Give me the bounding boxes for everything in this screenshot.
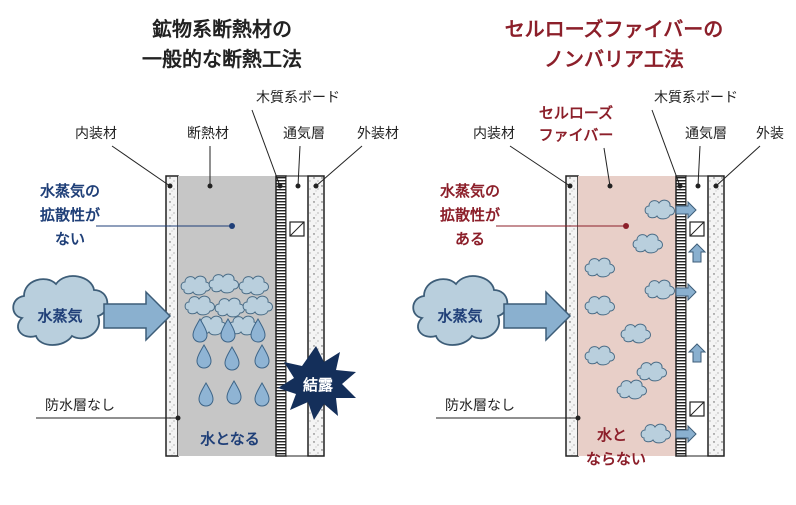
right-diffusion-line1: 水蒸気の — [440, 182, 500, 200]
arrow-right-icon — [675, 200, 697, 220]
condensation-label: 結露 — [303, 376, 334, 394]
vapor-cloud-icon — [12, 275, 109, 346]
left-label-no-waterproof: 防水層なし — [45, 398, 115, 414]
right-diffusion-line3: ある — [455, 230, 485, 248]
left-diffusion-line2: 拡散性が — [40, 206, 101, 224]
left-label-wood-board: 木質系ボード — [256, 90, 340, 106]
right-label-no-waterproof: 防水層なし — [445, 398, 515, 414]
right-vapor-label: 水蒸気 — [437, 307, 482, 325]
arrow-right-icon — [103, 290, 172, 342]
right-label-cellulose-line1: セルローズ — [539, 104, 613, 122]
left-label-vent: 通気層 — [283, 126, 325, 142]
right-label-inner: 内装材 — [473, 126, 515, 142]
right-no-water-line2: ならない — [586, 450, 646, 468]
left-label-insulation: 断熱材 — [187, 126, 229, 142]
right-wood-board — [675, 175, 687, 457]
left-panel: 鉱物系断熱材の 一般的な断熱工法 水蒸気 結露 — [12, 17, 399, 457]
right-outer-board — [707, 175, 725, 457]
right-label-outer: 外装 — [756, 126, 784, 142]
right-no-water-line1: 水と — [597, 426, 627, 444]
arrow-right-icon — [675, 282, 697, 302]
right-title-line2: ノンバリア工法 — [544, 47, 684, 71]
left-insulation-fill — [178, 176, 276, 456]
arrow-right-icon — [503, 290, 572, 342]
condensation-burst-icon — [278, 346, 356, 420]
right-cellulose-fill — [578, 176, 676, 456]
arrow-up-icon — [687, 343, 707, 363]
vapor-cloud-icon — [412, 275, 509, 346]
left-title-line2: 一般的な断熱工法 — [142, 47, 302, 71]
right-label-wood-board: 木質系ボード — [654, 90, 738, 106]
left-label-inner: 内装材 — [75, 126, 117, 142]
arrow-up-icon — [687, 243, 707, 263]
left-becomes-water: 水となる — [200, 430, 260, 448]
left-diffusion-line1: 水蒸気の — [40, 182, 100, 200]
left-title-line1: 鉱物系断熱材の — [152, 17, 292, 41]
arrow-right-icon — [675, 424, 697, 444]
right-diffusion-line2: 拡散性が — [440, 206, 501, 224]
right-label-vent: 通気層 — [685, 126, 727, 142]
left-wood-board — [275, 175, 287, 457]
right-label-cellulose-line2: ファイバー — [539, 126, 614, 144]
left-label-outer: 外装材 — [357, 126, 399, 142]
right-title-line1: セルローズファイバーの — [505, 17, 724, 41]
left-vent-layer — [285, 175, 309, 457]
left-vapor-label: 水蒸気 — [37, 307, 82, 325]
water-drop-icon — [192, 318, 270, 407]
left-diffusion-line3: ない — [55, 230, 85, 248]
right-vapor-flow-arrows — [675, 200, 707, 444]
right-panel: セルローズファイバーの ノンバリア工法 — [412, 17, 784, 468]
